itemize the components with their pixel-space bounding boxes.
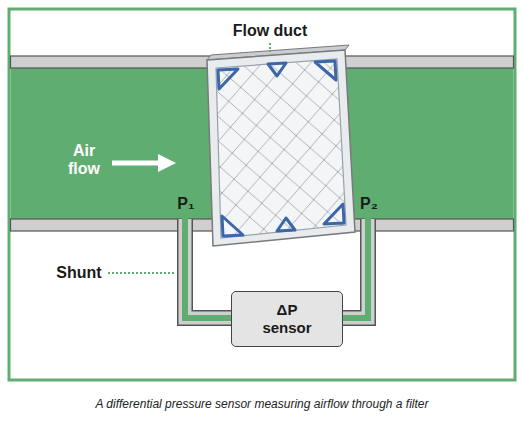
part-label: Shunt: [49, 264, 109, 282]
part-label: Flow duct: [215, 22, 325, 40]
sensor-box: ΔP sensor: [231, 291, 343, 347]
frame: [9, 9, 515, 380]
leader-line: [108, 272, 174, 274]
filter: [207, 45, 355, 246]
caption: A differential pressure sensor measuring…: [12, 397, 512, 411]
flow-arrow: [158, 154, 176, 172]
leader-line: [269, 43, 271, 52]
port-label: P₂: [354, 195, 384, 213]
flow-arrow: [112, 161, 160, 166]
flow-label: Air flow: [60, 142, 108, 179]
box-text: ΔP sensor: [255, 301, 319, 337]
port-label: P₁: [171, 195, 201, 213]
